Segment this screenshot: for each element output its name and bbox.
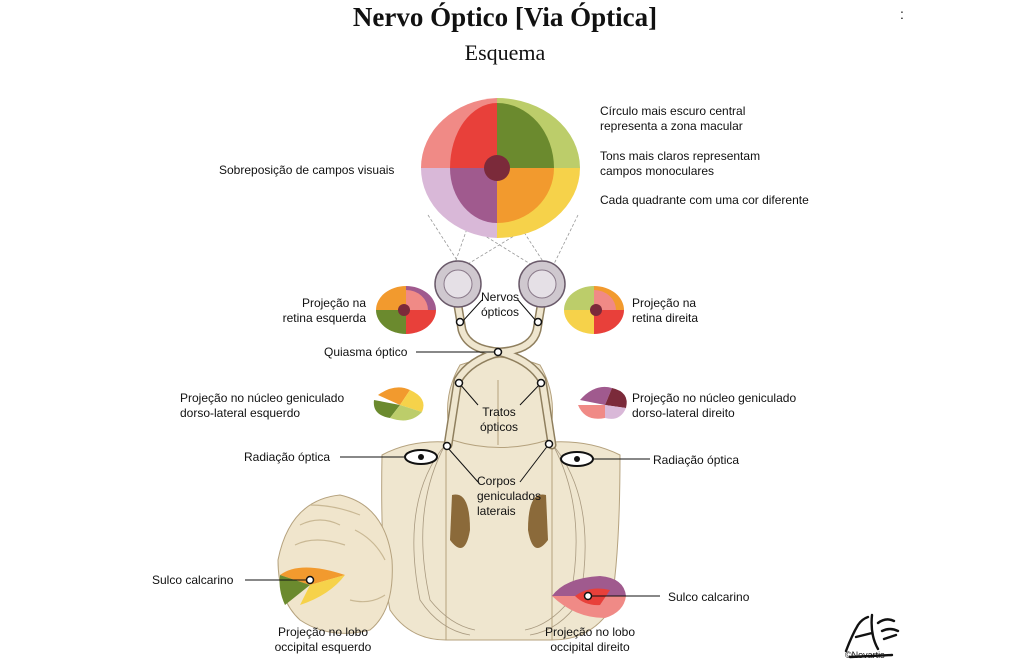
lgn-left-eye-symbol [404, 449, 438, 465]
artist-signature [844, 613, 900, 659]
label-lgn-right: Projeção no núcleo geniculado dorso-late… [632, 391, 797, 420]
retina-right-projection [564, 286, 624, 334]
corner-mark: : [900, 6, 904, 22]
label-chiasm: Quiasma óptico [324, 345, 408, 359]
optic-radiation-strands [413, 444, 586, 636]
lgn-left-projection [373, 387, 424, 421]
note-monocular-text: Tons mais claros representam campos mono… [600, 149, 761, 178]
leader-lines [245, 299, 660, 597]
eyeball-left [434, 260, 482, 308]
note-macula: Círculo mais escuro central representa a… [600, 104, 745, 134]
note-quadrants: Cada quadrante com uma cor diferente [600, 193, 809, 208]
label-overlap: Sobreposição de campos visuais [219, 163, 395, 177]
note-quadrants-text: Cada quadrante com uma cor diferente [600, 193, 809, 207]
label-optic-nerves: Nervos ópticos [480, 290, 520, 319]
note-macula-text: Círculo mais escuro central representa a… [600, 104, 746, 133]
occipital-lobe-left [277, 494, 393, 634]
field-projection-lines [427, 207, 579, 271]
label-retina-left: Projeção na retina esquerda [282, 296, 366, 325]
anchor-dots [305, 317, 593, 601]
diagram-subtitle: Esquema [464, 40, 546, 65]
diagram-title: Nervo Óptico [Via Óptica] [352, 2, 658, 32]
label-calcarine-right: Sulco calcarino [668, 590, 750, 604]
note-monocular: Tons mais claros representam campos mono… [600, 149, 760, 179]
eyeball-right [518, 260, 566, 308]
label-occipital-left: Projeção no lobo occipital esquerdo [274, 625, 372, 654]
label-radiation-left: Radiação óptica [244, 450, 331, 464]
label-occipital-right: Projeção no lobo occipital direito [544, 625, 636, 654]
occipital-lobe-right [552, 576, 626, 618]
signature-text: ©Novartis [845, 650, 885, 660]
label-lateral-geniculate: Corpos geniculados laterais [477, 474, 542, 518]
label-retina-right: Projeção na retina direita [632, 296, 699, 325]
lgn-right-projection [578, 386, 627, 419]
label-radiation-right: Radiação óptica [653, 453, 740, 467]
label-optic-tracts: Tratos ópticos [479, 405, 519, 434]
retina-left-projection [376, 286, 436, 334]
lgn-right-eye-symbol [560, 451, 594, 467]
label-lgn-left: Projeção no núcleo geniculado dorso-late… [180, 391, 345, 420]
visual-field-overlap-diagram [420, 98, 580, 238]
label-calcarine-left: Sulco calcarino [152, 573, 234, 587]
